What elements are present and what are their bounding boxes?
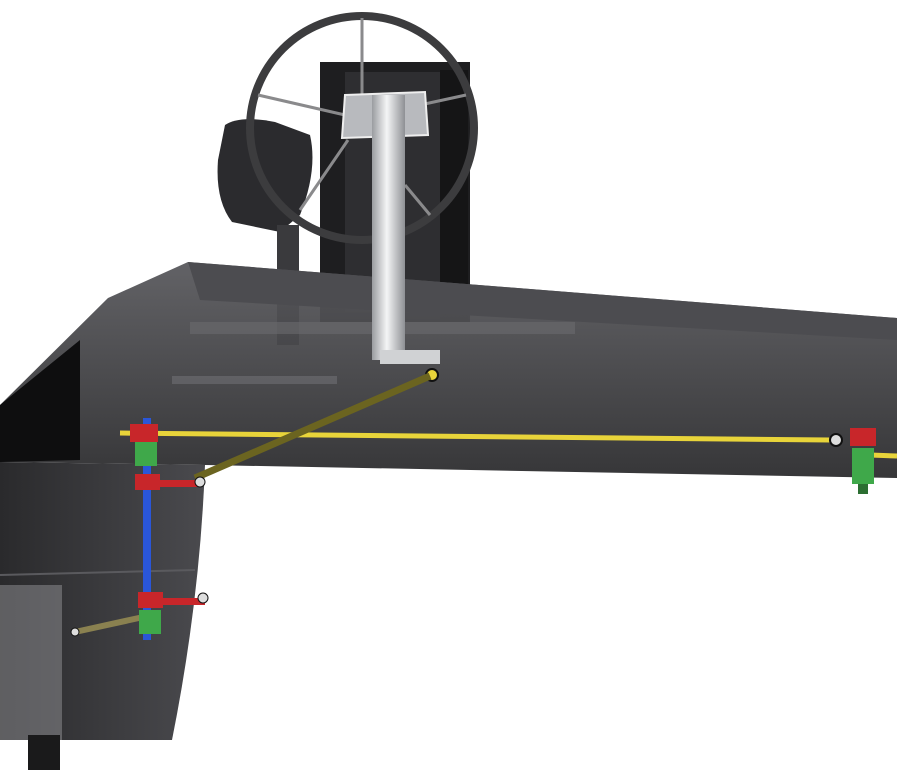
steering-cable bbox=[119, 430, 831, 443]
rudder-linkage-right bbox=[829, 428, 876, 494]
tiller-arm bbox=[158, 480, 200, 487]
bushing bbox=[135, 442, 157, 466]
tiller-arm bbox=[163, 598, 205, 605]
push-rod-lower bbox=[74, 613, 149, 635]
rudder-shaft bbox=[143, 418, 151, 640]
boat-hull bbox=[0, 262, 897, 770]
motor-housing bbox=[0, 585, 62, 740]
push-rod-upper bbox=[193, 372, 432, 482]
bushing bbox=[852, 448, 874, 484]
clamp bbox=[135, 474, 160, 490]
steering-cable-right bbox=[869, 452, 897, 459]
clamp bbox=[130, 424, 158, 442]
steering-wheel bbox=[246, 12, 478, 244]
rudder-linkage-left bbox=[70, 424, 209, 637]
steering-column bbox=[340, 90, 440, 382]
clamp bbox=[850, 428, 876, 446]
motor-post bbox=[28, 735, 60, 770]
clamp bbox=[138, 592, 163, 608]
bushing bbox=[139, 610, 161, 634]
